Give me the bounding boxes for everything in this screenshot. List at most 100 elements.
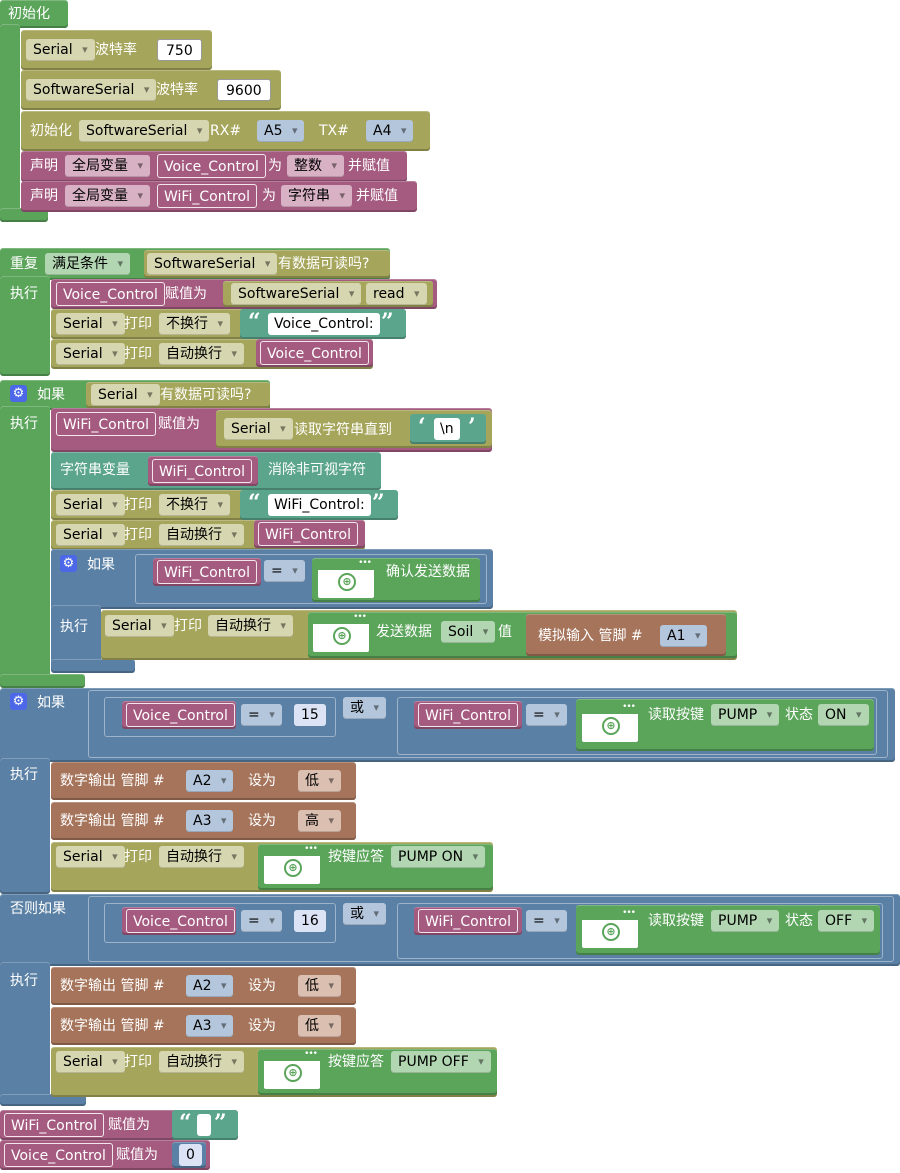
if1c-print-label: 打印 bbox=[124, 497, 152, 513]
if3-var1[interactable]: Voice_Control bbox=[126, 703, 235, 727]
if3-op1-dropdown[interactable]: = bbox=[241, 704, 282, 726]
if3-state-dropdown[interactable]: ON bbox=[818, 704, 869, 726]
if3-op2-dropdown[interactable]: = bbox=[526, 704, 567, 726]
if2a-key-dropdown[interactable]: Soil bbox=[441, 621, 496, 643]
if2a-mode-dropdown[interactable]: 自动换行 bbox=[208, 615, 293, 637]
decl2-scope-dropdown[interactable]: 全局变量 bbox=[65, 185, 150, 207]
if2-var[interactable]: WiFi_Control bbox=[157, 560, 257, 584]
if3-num1-field[interactable]: 15 bbox=[294, 704, 326, 726]
elif-var1-block[interactable] bbox=[122, 907, 236, 935]
open-single-quote-icon: ‘ bbox=[418, 414, 426, 440]
if2a-port-dropdown[interactable]: Serial bbox=[105, 615, 174, 637]
if2-var-block[interactable] bbox=[153, 558, 261, 586]
p1-value-dropdown[interactable]: PUMP ON bbox=[391, 846, 486, 868]
gear-icon[interactable]: ⚙ bbox=[60, 555, 77, 572]
l1-var[interactable]: Voice_Control bbox=[56, 282, 165, 306]
d4-pin-dropdown[interactable]: A3 bbox=[186, 1015, 234, 1037]
end1-assign-label: 赋值为 bbox=[108, 1117, 150, 1133]
l2-port-dropdown[interactable]: Serial bbox=[56, 313, 125, 335]
softinit-tx-dropdown[interactable]: A4 bbox=[366, 120, 414, 142]
setup-block[interactable] bbox=[0, 0, 68, 28]
end2-num-field[interactable]: 0 bbox=[179, 1144, 202, 1166]
if3-var2-block[interactable] bbox=[414, 701, 522, 729]
if2-confirm-label: 确认发送数据 bbox=[386, 564, 470, 580]
if1d-var-block[interactable] bbox=[254, 520, 365, 548]
if1c-text-field[interactable]: WiFi_Control: bbox=[268, 494, 371, 516]
decl1-name-field[interactable]: Voice_Control bbox=[157, 154, 266, 178]
if3-or-dropdown[interactable]: 或 bbox=[343, 697, 386, 719]
elseif-pump-off-footer bbox=[0, 1094, 86, 1106]
if1b-var-block[interactable] bbox=[148, 456, 258, 486]
if1b-var[interactable]: WiFi_Control bbox=[152, 459, 252, 483]
p1-reply-label: 按键应答 bbox=[328, 849, 384, 865]
elif-state-label: 状态 bbox=[785, 913, 813, 929]
if3-key-dropdown[interactable]: PUMP bbox=[711, 704, 780, 726]
if3-var1-block[interactable] bbox=[122, 701, 236, 729]
d1-pin-dropdown[interactable]: A2 bbox=[186, 770, 234, 792]
serial-baud-input[interactable]: 750 bbox=[157, 39, 202, 61]
l2-text-field[interactable]: Voice_Control: bbox=[268, 313, 380, 335]
l3-var-block[interactable] bbox=[256, 339, 373, 367]
d3-pin-dropdown[interactable]: A2 bbox=[186, 975, 234, 997]
gear-icon[interactable]: ⚙ bbox=[10, 385, 27, 402]
d3-set-label: 设为 bbox=[248, 978, 276, 994]
softinit-port-dropdown[interactable]: SoftwareSerial bbox=[79, 120, 210, 142]
if1c-port-dropdown[interactable]: Serial bbox=[56, 494, 125, 516]
elif-var1[interactable]: Voice_Control bbox=[126, 909, 235, 933]
if2-op-dropdown[interactable]: = bbox=[264, 560, 305, 582]
l2-mode-dropdown[interactable]: 不换行 bbox=[159, 313, 230, 335]
decl2-name-field[interactable]: WiFi_Control bbox=[157, 184, 257, 208]
if3-label: 如果 bbox=[37, 695, 65, 711]
p2-port-dropdown[interactable]: Serial bbox=[56, 1051, 125, 1073]
end2-var[interactable]: Voice_Control bbox=[4, 1143, 113, 1167]
l3-mode-dropdown[interactable]: 自动换行 bbox=[159, 343, 244, 365]
empty-string-field[interactable] bbox=[197, 1114, 211, 1136]
d4-level-dropdown[interactable]: 低 bbox=[298, 1015, 341, 1037]
if1a-port-dropdown[interactable]: Serial bbox=[224, 418, 293, 440]
decl1-type-dropdown[interactable]: 整数 bbox=[287, 155, 344, 177]
if3-var2[interactable]: WiFi_Control bbox=[418, 703, 518, 727]
p1-port-dropdown[interactable]: Serial bbox=[56, 846, 125, 868]
end1-var[interactable]: WiFi_Control bbox=[4, 1113, 104, 1137]
elif-num1-field[interactable]: 16 bbox=[294, 910, 326, 932]
p2-value-dropdown[interactable]: PUMP OFF bbox=[391, 1051, 491, 1073]
elif-state-dropdown[interactable]: OFF bbox=[818, 910, 875, 932]
decl2-type-dropdown[interactable]: 字符串 bbox=[281, 185, 352, 207]
decl1-scope-dropdown[interactable]: 全局变量 bbox=[65, 155, 150, 177]
p1-mode-dropdown[interactable]: 自动换行 bbox=[159, 846, 244, 868]
web-app-icon: •••⊕ bbox=[313, 612, 369, 652]
softserial-baud-input[interactable]: 9600 bbox=[217, 79, 271, 101]
gear-icon[interactable]: ⚙ bbox=[10, 693, 27, 710]
if1c-mode-dropdown[interactable]: 不换行 bbox=[159, 494, 230, 516]
elif-var2[interactable]: WiFi_Control bbox=[418, 909, 518, 933]
l1-port-dropdown[interactable]: SoftwareSerial bbox=[231, 283, 362, 305]
elif-var2-block[interactable] bbox=[414, 907, 522, 935]
if1a-var[interactable]: WiFi_Control bbox=[56, 412, 156, 436]
d2-pin-dropdown[interactable]: A3 bbox=[186, 810, 234, 832]
elif-key-dropdown[interactable]: PUMP bbox=[711, 910, 780, 932]
elif-op1-dropdown[interactable]: = bbox=[241, 910, 282, 932]
l3-var[interactable]: Voice_Control bbox=[260, 341, 369, 365]
if2a-pin-dropdown[interactable]: A1 bbox=[660, 625, 708, 647]
loop-port-dropdown[interactable]: SoftwareSerial bbox=[147, 253, 278, 275]
softinit-rx-dropdown[interactable]: A5 bbox=[257, 120, 305, 142]
if1a-char-field[interactable]: \n bbox=[434, 418, 460, 440]
if1-port-dropdown[interactable]: Serial bbox=[91, 384, 160, 406]
serial-port-dropdown[interactable]: Serial bbox=[26, 39, 95, 61]
p2-mode-dropdown[interactable]: 自动换行 bbox=[159, 1051, 244, 1073]
elif-op2-dropdown[interactable]: = bbox=[526, 910, 567, 932]
d3-level-dropdown[interactable]: 低 bbox=[298, 975, 341, 997]
if1d-var[interactable]: WiFi_Control bbox=[258, 522, 358, 546]
elif-or-dropdown[interactable]: 或 bbox=[343, 903, 386, 925]
d2-label: 数字输出 管脚 # bbox=[60, 813, 165, 829]
if1d-mode-dropdown[interactable]: 自动换行 bbox=[159, 524, 244, 546]
if1d-port-dropdown[interactable]: Serial bbox=[56, 524, 125, 546]
softserial-port-dropdown[interactable]: SoftwareSerial bbox=[26, 79, 157, 101]
l3-port-dropdown[interactable]: Serial bbox=[56, 343, 125, 365]
d2-level-dropdown[interactable]: 高 bbox=[298, 810, 341, 832]
l1-method-dropdown[interactable]: read bbox=[366, 283, 427, 305]
repeat-mode-dropdown[interactable]: 满足条件 bbox=[45, 253, 130, 275]
if-wifi-confirm-footer bbox=[51, 659, 135, 673]
d1-level-dropdown[interactable]: 低 bbox=[298, 770, 341, 792]
repeat-while-body bbox=[0, 276, 50, 376]
